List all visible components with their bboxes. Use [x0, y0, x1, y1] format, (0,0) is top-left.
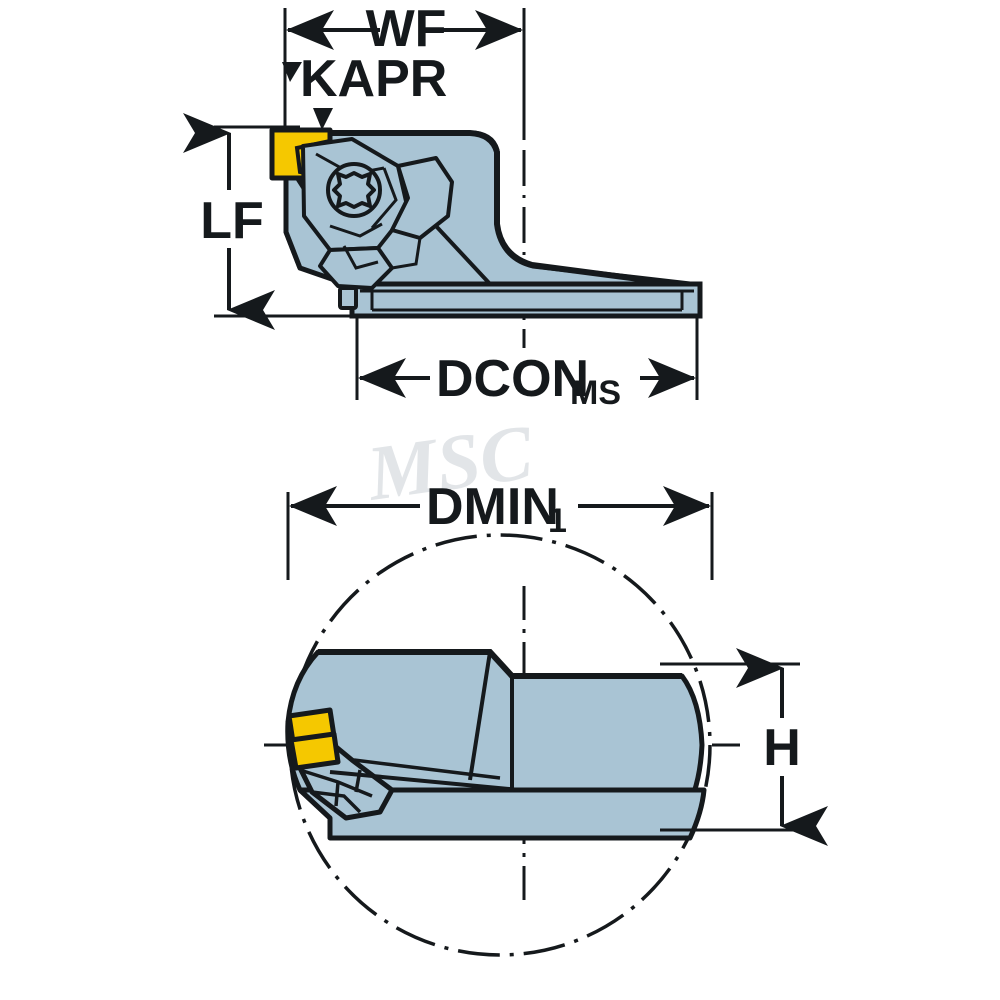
dimension-lf: LF: [183, 113, 275, 330]
dimension-wf: WF: [286, 0, 523, 58]
end-top-face: [318, 649, 682, 679]
locking-pin: [338, 286, 358, 310]
dim-label-lf: LF: [200, 192, 264, 250]
coupling-block: [338, 281, 703, 319]
end-step-diagonal: [468, 651, 492, 781]
dimension-dmin: DMIN 1: [289, 478, 711, 540]
end-clamp-edge: [329, 770, 521, 792]
dim-label-dcon: DCON: [436, 350, 589, 408]
dim-label-wf: WF: [366, 0, 447, 58]
dimension-h: H: [660, 648, 828, 846]
bottom-view: DMIN 1: [264, 478, 828, 957]
dim-label-kapr: KAPR: [300, 50, 447, 108]
clamp-lobe: [390, 156, 454, 240]
end-carbide-insert: [286, 707, 341, 771]
dim-label-dcon-subscript: MS: [570, 374, 621, 412]
kapr-arrow-lower: [313, 108, 333, 130]
bore-envelope-circle: [288, 533, 712, 957]
bottom-extension-lines: [286, 492, 714, 580]
dim-label-dmin-subscript: 1: [548, 502, 567, 540]
tool-body-side: [269, 127, 703, 319]
top-view: WF KAPR LF: [183, 0, 703, 412]
dimension-dcon: DCON MS: [358, 350, 696, 412]
dimension-kapr: KAPR: [282, 50, 447, 130]
facet-c: [370, 167, 398, 229]
torx-screw: [326, 162, 382, 218]
facet-d: [329, 222, 383, 238]
tool-body-end: [285, 649, 707, 841]
dim-lf-label-mask: [196, 190, 268, 248]
nose-facet-3: [334, 781, 340, 807]
insert-band-lower: [288, 731, 341, 771]
end-coupling-block: [297, 787, 707, 841]
end-clamp-edge-2: [353, 758, 501, 780]
body-top-contour: [304, 130, 695, 289]
dim-label-h: H: [763, 719, 801, 777]
kapr-arrow-upper: [282, 62, 302, 82]
facet-f: [391, 237, 422, 270]
nose-facet-2: [311, 790, 362, 814]
facet-e: [342, 245, 379, 270]
dim-label-dmin: DMIN: [426, 478, 559, 536]
dim-h-label-mask: [752, 718, 812, 776]
torx-star-icon: [332, 171, 376, 209]
